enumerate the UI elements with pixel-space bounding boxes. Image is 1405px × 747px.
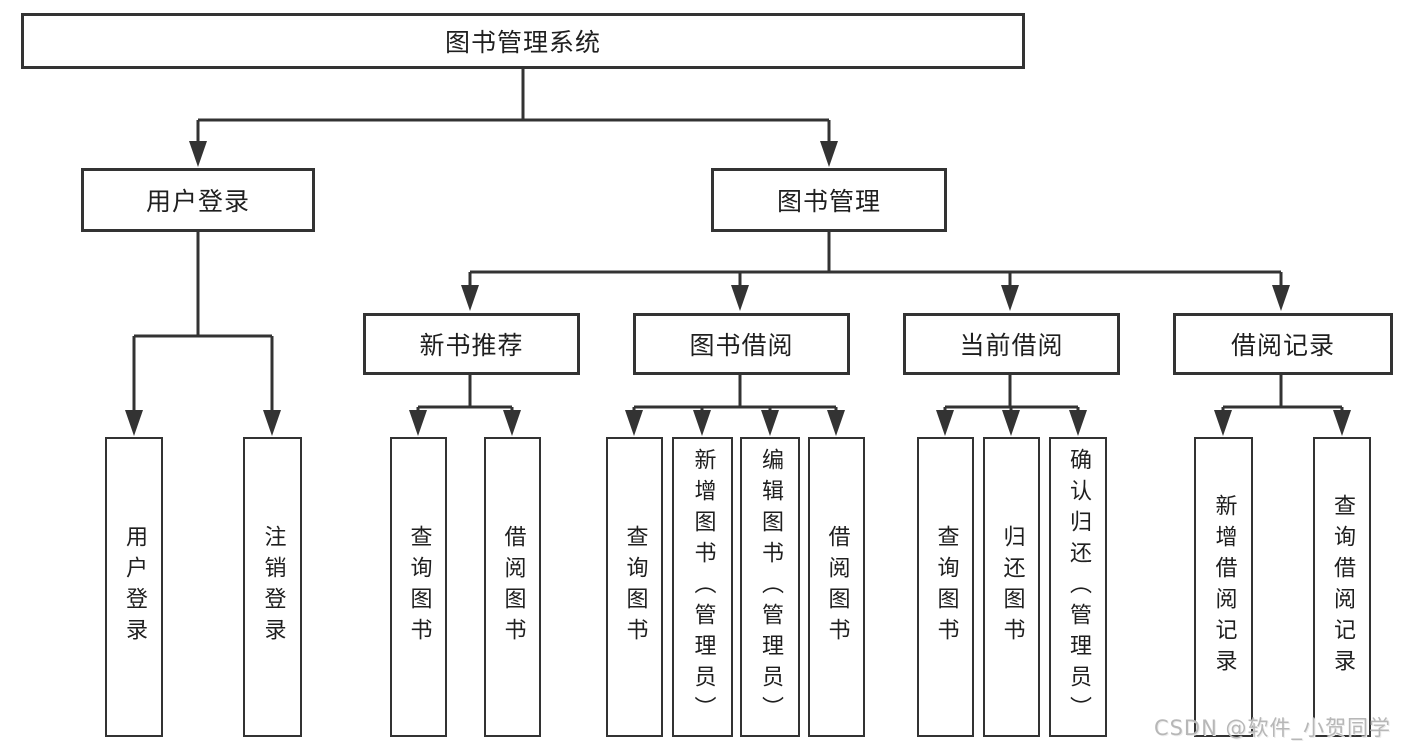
leaf-confirm-return-admin-label: 确认归还（管理员）: [1066, 447, 1091, 727]
node-user-login: 用户登录: [81, 168, 315, 232]
leaf-borrow-book-borrow: 借阅图书: [808, 437, 865, 737]
node-current-borrow: 当前借阅: [903, 313, 1120, 375]
node-book-management-label: 图书管理: [776, 187, 881, 216]
leaf-query-book-current-label: 查询图书: [933, 525, 959, 649]
node-current-borrow-label: 当前借阅: [959, 331, 1064, 360]
csdn-watermark: CSDN @软件_小贺同学: [1153, 716, 1391, 740]
leaf-confirm-return-admin: 确认归还（管理员）: [1049, 437, 1107, 737]
node-book-borrow: 图书借阅: [633, 313, 850, 375]
leaf-return-book-label: 归还图书: [999, 525, 1025, 649]
leaf-edit-book-admin: 编辑图书（管理员）: [740, 437, 800, 737]
node-book-borrow-label: 图书借阅: [689, 331, 794, 360]
leaf-user-login: 用户登录: [105, 437, 163, 737]
leaf-logout-label: 注销登录: [260, 525, 286, 649]
node-root: 图书管理系统: [21, 13, 1025, 69]
leaf-edit-book-admin-label: 编辑图书（管理员）: [758, 447, 783, 727]
leaf-query-borrow-record: 查询借阅记录: [1313, 437, 1371, 737]
node-new-book-recommend-label: 新书推荐: [419, 331, 524, 360]
leaf-query-book-recommend: 查询图书: [390, 437, 447, 737]
leaf-return-book: 归还图书: [983, 437, 1040, 737]
leaf-user-login-label: 用户登录: [122, 525, 147, 649]
leaf-add-borrow-record-label: 新增借阅记录: [1211, 494, 1237, 680]
connector-lines: [132, 68, 1344, 414]
node-new-book-recommend: 新书推荐: [363, 313, 580, 375]
leaf-query-book-borrow: 查询图书: [606, 437, 663, 737]
leaf-query-book-current: 查询图书: [917, 437, 974, 737]
leaf-add-book-admin: 新增图书（管理员）: [672, 437, 733, 737]
leaf-query-book-recommend-label: 查询图书: [406, 525, 432, 649]
leaf-add-borrow-record: 新增借阅记录: [1194, 437, 1253, 737]
leaf-query-book-borrow-label: 查询图书: [622, 525, 648, 649]
leaf-borrow-book-recommend: 借阅图书: [484, 437, 541, 737]
leaf-query-borrow-record-label: 查询借阅记录: [1330, 494, 1355, 680]
leaf-borrow-book-borrow-label: 借阅图书: [824, 525, 850, 649]
node-borrow-record: 借阅记录: [1173, 313, 1393, 375]
leaf-logout: 注销登录: [243, 437, 302, 737]
node-book-management: 图书管理: [711, 168, 947, 232]
leaf-add-book-admin-label: 新增图书（管理员）: [690, 447, 716, 727]
node-borrow-record-label: 借阅记录: [1230, 331, 1335, 360]
leaf-borrow-book-recommend-label: 借阅图书: [500, 525, 526, 649]
connector-arrowheads: [125, 141, 1351, 436]
node-root-label: 图书管理系统: [444, 28, 601, 57]
node-user-login-label: 用户登录: [145, 187, 250, 216]
